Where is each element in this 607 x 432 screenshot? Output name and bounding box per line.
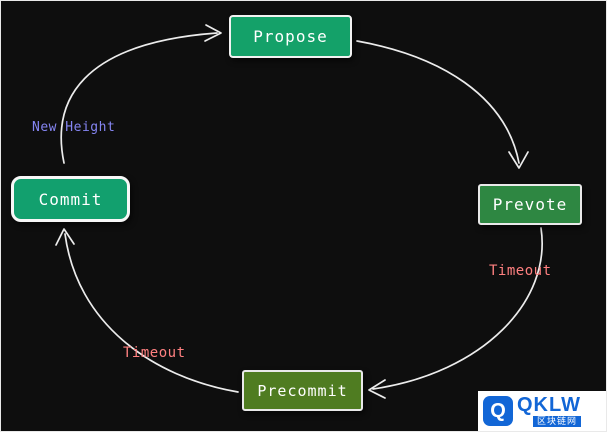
arrow-commit-to-propose	[60, 32, 218, 164]
node-commit: Commit	[11, 176, 130, 222]
arrow-precommit-to-commit	[64, 233, 239, 393]
arrowhead-commit-to-propose	[204, 24, 222, 42]
node-prevote-label: Prevote	[492, 195, 568, 214]
node-prevote: Prevote	[478, 184, 582, 225]
logo-text: QKLW 区块链网	[517, 395, 581, 427]
node-precommit-label: Precommit	[257, 381, 348, 400]
label-new-height: New Height	[32, 120, 116, 135]
arrow-propose-to-prevote	[356, 40, 520, 164]
arrowhead-propose-to-prevote	[508, 151, 529, 169]
node-precommit: Precommit	[242, 370, 363, 411]
logo-brand-text: QKLW	[517, 394, 581, 416]
logo-subtitle-text: 区块链网	[532, 416, 581, 427]
label-timeout-precommit: Timeout	[123, 345, 186, 361]
arrowhead-prevote-to-precommit	[368, 379, 386, 399]
label-timeout-prevote: Timeout	[489, 263, 552, 279]
node-propose: Propose	[229, 15, 352, 58]
arrow-prevote-to-precommit	[372, 227, 543, 390]
logo-q-icon: Q	[483, 396, 513, 426]
arrowhead-precommit-to-commit	[55, 228, 75, 246]
node-commit-label: Commit	[38, 189, 103, 209]
node-propose-label: Propose	[253, 27, 328, 46]
watermark-logo: Q QKLW 区块链网	[478, 391, 606, 431]
